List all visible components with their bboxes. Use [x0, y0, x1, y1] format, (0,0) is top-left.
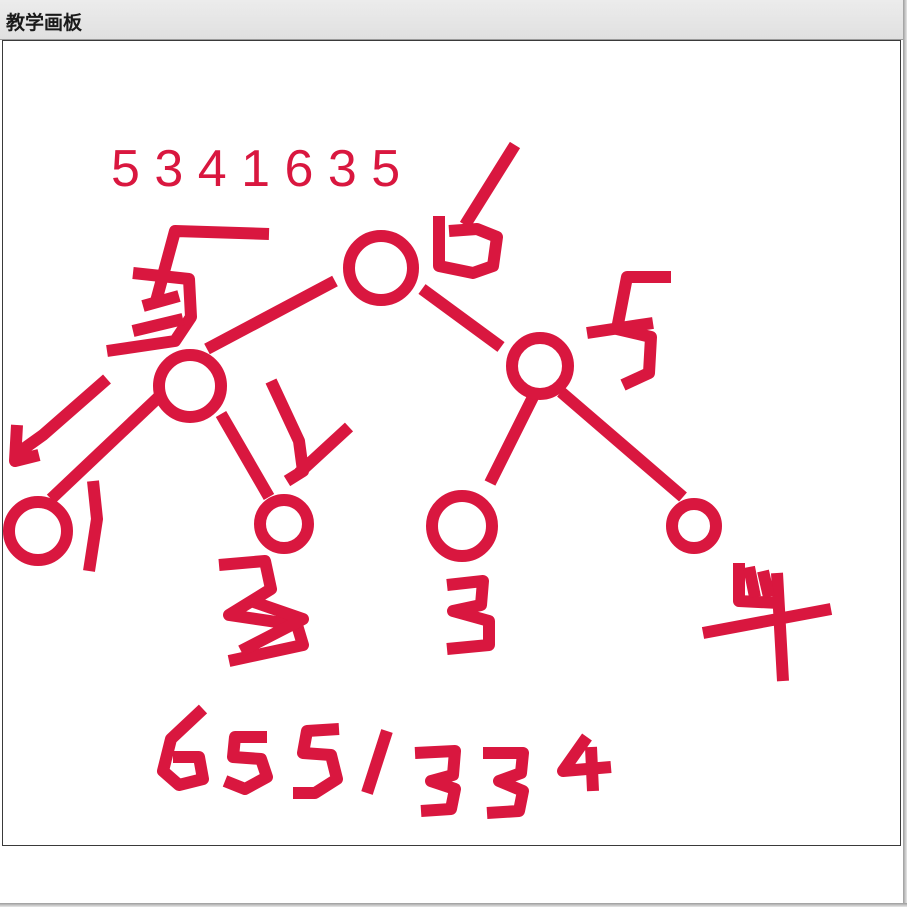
- result-digit-5b: [293, 723, 343, 799]
- ink-digit-1: [83, 480, 103, 572]
- edge-left-rightleaf: [215, 410, 275, 501]
- ink-digit-3-c: [446, 575, 495, 655]
- result-digit-5a: [222, 731, 273, 795]
- edge-left-leftleaf: [46, 388, 168, 504]
- tree-node-leaf-4: [666, 498, 722, 554]
- result-digit-3a: [414, 745, 461, 817]
- result-digit-4: [557, 733, 612, 792]
- tree-node-leaf-3: [426, 490, 498, 562]
- handwritten-strokes: [9, 141, 833, 682]
- edge-root-left: [204, 275, 338, 355]
- tree-edges: [46, 275, 687, 504]
- ink-arrow-left: [9, 374, 111, 467]
- window-shadow-bottom: [0, 903, 907, 907]
- status-area: [2, 846, 901, 902]
- handwritten-result: [157, 704, 612, 819]
- tree-node-leaf-1: [3, 496, 73, 566]
- tree-node-left: [153, 349, 227, 423]
- result-digit-1: [361, 729, 393, 795]
- edge-root-right: [418, 284, 505, 352]
- result-digit-3b: [483, 747, 529, 819]
- ink-check: [265, 378, 354, 487]
- ink-digit-4-fill: [743, 565, 775, 599]
- edge-right-leftleaf: [484, 390, 541, 486]
- ink-digit-5-right: [586, 271, 671, 391]
- tree-node-right: [506, 332, 574, 400]
- ink-digit-5-left: [106, 225, 270, 357]
- ink-slash-root: [459, 141, 521, 229]
- ink-digit-3-a: [218, 555, 309, 667]
- ink-scribble-left: [131, 290, 185, 337]
- result-digit-6: [157, 704, 209, 791]
- typed-sequence: 5 3 4 1 6 3 5: [111, 140, 400, 198]
- tree-nodes: [3, 230, 722, 566]
- ink-digit-4: [701, 563, 833, 682]
- ink-digit-3-b: [238, 595, 309, 657]
- drawing-canvas[interactable]: 5 3 4 1 6 3 5: [2, 40, 901, 846]
- tree-node-leaf-2: [254, 494, 314, 554]
- edge-right-rightleaf: [557, 387, 687, 502]
- window-shadow-right: [903, 0, 907, 907]
- tree-node-root: [343, 230, 419, 306]
- window-title: 教学画板: [6, 12, 83, 34]
- ink-digit-6: [433, 216, 503, 279]
- title-bar[interactable]: 教学画板: [0, 0, 903, 40]
